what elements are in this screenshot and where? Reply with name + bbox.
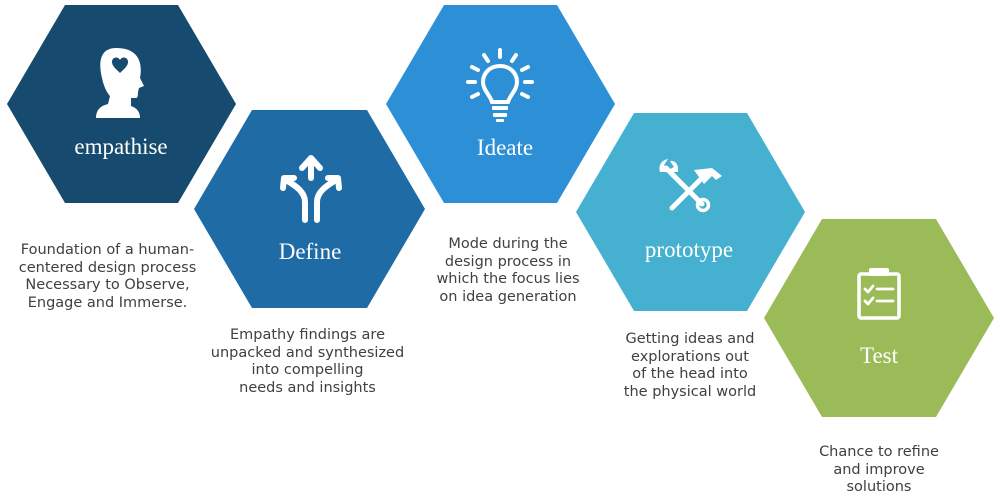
define-title: Define [279,239,342,264]
empathise-description: Foundation of a human- centered design p… [5,242,210,312]
description-line: explorations out [631,348,749,365]
description-line: centered design process [18,259,197,276]
description-line: Getting ideas and [625,331,755,347]
test-title: Test [860,343,899,368]
description-line: Mode during the [448,236,568,252]
prototype-hexagon [576,113,805,311]
description-line: design process in [444,253,572,270]
define-description: Empathy findings are unpacked and synthe… [205,327,410,397]
description-line: needs and insights [239,379,376,396]
description-line: Engage and Immerse. [27,294,188,311]
prototype-description: Getting ideas and explorations out of th… [600,331,780,401]
stage-empathise: empathise [7,5,236,203]
description-line: unpacked and synthesized [210,344,405,361]
description-line: Foundation of a human- [20,242,195,258]
description-line: which the focus lies [436,271,580,287]
description-line: Chance to refine [819,444,939,460]
tools-icon [659,159,722,213]
define-hexagon [194,110,425,308]
description-line: solutions [846,479,912,495]
description-line: and improve [833,461,925,478]
stage-define: Define [194,110,425,308]
lightbulb-icon [466,48,534,122]
description-line: the physical world [623,383,757,400]
stage-ideate: Ideate [386,5,615,203]
description-line: of the head into [632,366,748,382]
stage-test: Test [764,219,994,417]
split-arrows-icon [280,155,342,223]
description-line: on idea generation [439,288,577,305]
ideate-title: Ideate [477,135,533,160]
empathise-title: empathise [74,134,167,159]
test-description: Chance to refine and improve solutions [800,444,958,497]
stage-prototype: prototype [576,113,805,311]
description-line: Empathy findings are [229,327,385,343]
head-heart-icon [96,48,144,118]
description-line: Necessary to Observe, [25,277,190,293]
prototype-title: prototype [645,237,733,262]
ideate-description: Mode during the design process in which … [423,236,593,306]
description-line: into compelling [251,362,364,378]
clipboard-checklist-icon [857,268,901,320]
